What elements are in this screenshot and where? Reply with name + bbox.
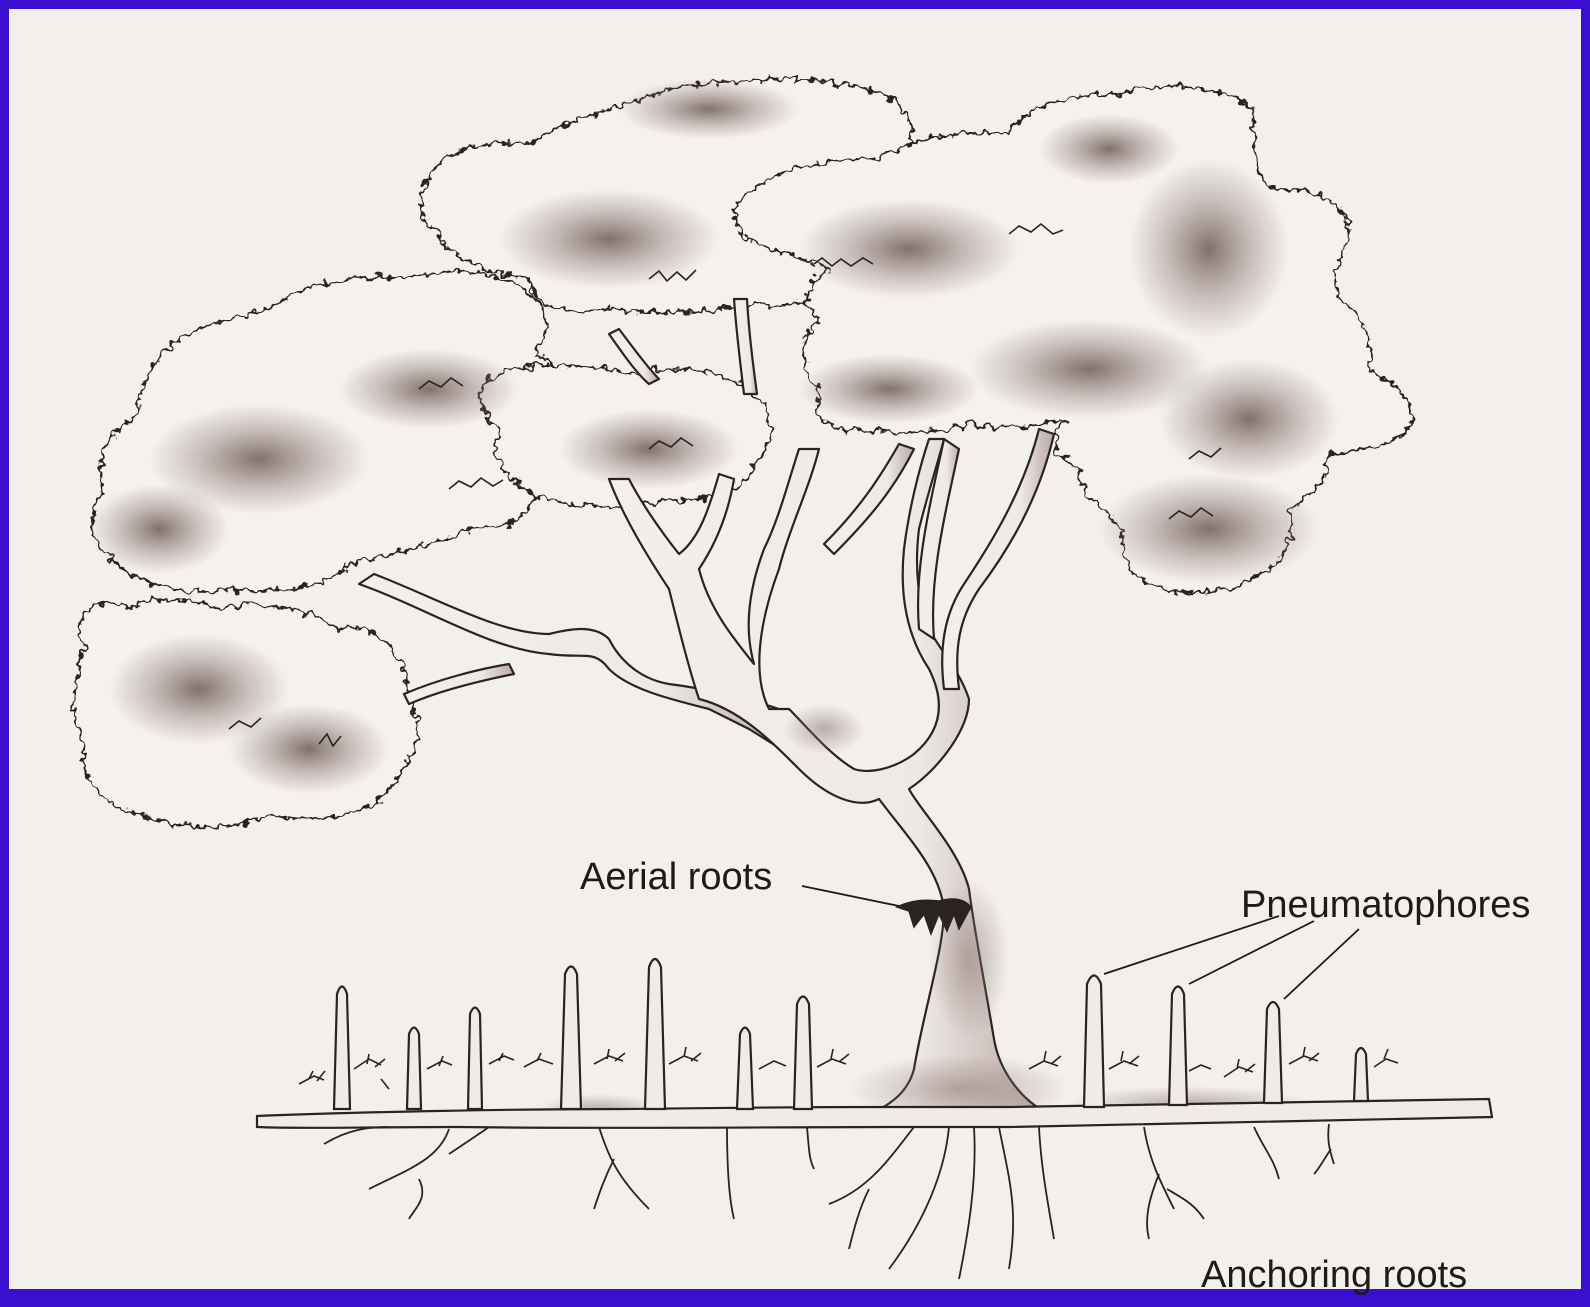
anchoring-roots bbox=[324, 1124, 1334, 1279]
pneumatophores-leader bbox=[1189, 921, 1314, 984]
pneumatophore bbox=[468, 1008, 482, 1110]
pneumatophore bbox=[334, 987, 350, 1110]
mangrove-tree-diagram: Aerial roots Pneumatophores Anchoring ro… bbox=[9, 9, 1590, 1307]
anchoring-roots-label: Anchoring roots bbox=[1201, 1254, 1467, 1296]
pneumatophores-label: Pneumatophores bbox=[1241, 884, 1530, 926]
aerial-roots-label: Aerial roots bbox=[580, 856, 772, 898]
pneumatophores-leader bbox=[1284, 929, 1359, 999]
pneumatophore bbox=[1084, 976, 1104, 1108]
pneumatophore bbox=[407, 1028, 421, 1110]
pneumatophore bbox=[645, 959, 665, 1109]
branch bbox=[404, 664, 514, 704]
pneumatophore bbox=[1169, 987, 1187, 1106]
fibrous-roots bbox=[299, 1047, 1398, 1089]
pneumatophore bbox=[794, 997, 812, 1110]
aerial-roots-leader bbox=[802, 886, 899, 906]
branch bbox=[942, 429, 1054, 689]
pneumatophore bbox=[561, 967, 581, 1110]
branch bbox=[734, 299, 757, 394]
pneumatophore bbox=[1354, 1048, 1368, 1101]
pneumatophore bbox=[1264, 1002, 1282, 1103]
branch bbox=[824, 444, 914, 554]
pneumatophore bbox=[737, 1028, 753, 1110]
